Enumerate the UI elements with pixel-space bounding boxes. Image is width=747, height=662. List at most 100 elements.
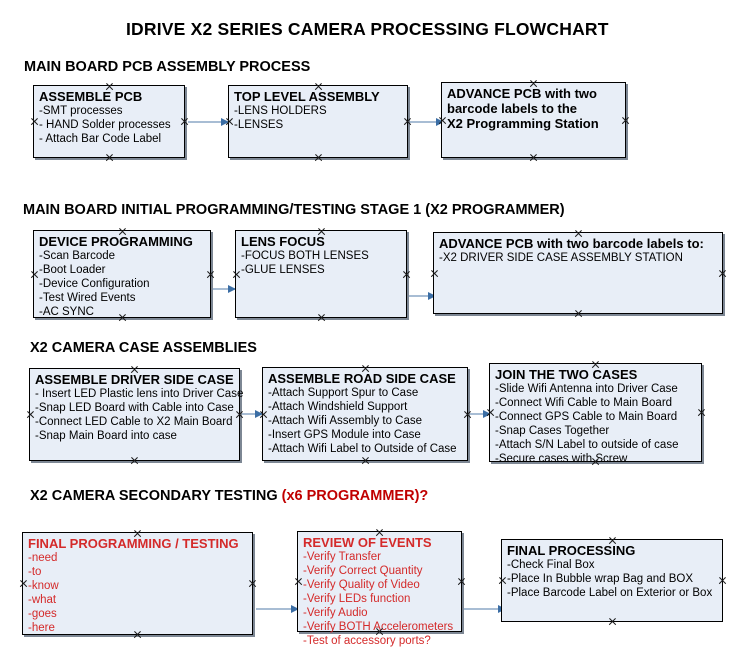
- node-line: -Place In Bubble wrap Bag and BOX: [507, 573, 694, 585]
- node-line: -GLUE LENSES: [241, 264, 325, 276]
- node-handle-top[interactable]: [317, 227, 326, 236]
- node-title: LENS FOCUS: [241, 234, 325, 249]
- node-advance-pcb-driver-side-case[interactable]: ADVANCE PCB with two barcode labels to: …: [433, 232, 723, 314]
- node-line: -LENS HOLDERS: [234, 105, 327, 117]
- node-handle-right[interactable]: [718, 576, 727, 585]
- node-line: -Verify Audio: [303, 607, 368, 619]
- node-title: JOIN THE TWO CASES: [495, 367, 638, 382]
- node-handle-bottom[interactable]: [314, 153, 323, 162]
- arrow-head-icon: [228, 285, 236, 293]
- node-lens-focus[interactable]: LENS FOCUS -FOCUS BOTH LENSES -GLUE LENS…: [235, 230, 407, 318]
- node-join-the-two-cases[interactable]: JOIN THE TWO CASES -Slide Wifi Antenna i…: [486, 360, 702, 465]
- section-heading-main-board-initial-programming: MAIN BOARD INITIAL PROGRAMMING/TESTING S…: [23, 202, 565, 218]
- node-line: -Attach Wifi Label to Outside of Case: [268, 443, 457, 455]
- node-handle-bottom[interactable]: [375, 627, 384, 636]
- node-line: - Attach Bar Code Label: [39, 133, 162, 145]
- node-line: -Scan Barcode: [39, 250, 116, 262]
- node-final-programming-testing[interactable]: FINAL PROGRAMMING / TESTING -need -to -k…: [22, 532, 253, 635]
- node-handle-top[interactable]: [574, 229, 583, 238]
- node-line: -Verify Transfer: [303, 551, 381, 563]
- node-handle-left[interactable]: [498, 576, 507, 585]
- node-line: -Snap LED Board with Cable into Case: [35, 402, 234, 414]
- node-handle-bottom[interactable]: [529, 153, 538, 162]
- node-line: -Attach Wifi Assembly to Case: [268, 415, 423, 427]
- node-line: -goes: [28, 608, 57, 620]
- node-handle-top[interactable]: [361, 364, 370, 373]
- node-handle-right[interactable]: [621, 116, 630, 125]
- arrow-head-icon: [291, 605, 299, 613]
- node-title: ASSEMBLE DRIVER SIDE CASE: [35, 372, 234, 387]
- node-final-processing[interactable]: FINAL PROCESSING -Check Final Box -Place…: [501, 539, 723, 622]
- node-handle-top[interactable]: [118, 227, 127, 236]
- node-assemble-pcb[interactable]: ASSEMBLE PCB -SMT processes - HAND Solde…: [33, 85, 185, 158]
- node-handle-bottom[interactable]: [591, 457, 600, 466]
- node-line: -Attach S/N Label to outside of case: [495, 439, 679, 451]
- node-line: -Verify Quality of Video: [303, 579, 420, 591]
- node-handle-left[interactable]: [225, 117, 234, 126]
- node-top-level-assembly[interactable]: TOP LEVEL ASSEMBLY -LENS HOLDERS -LENSES: [228, 85, 408, 158]
- node-line: -what: [28, 594, 57, 606]
- page-title: IDRIVE X2 SERIES CAMERA PROCESSING FLOWC…: [126, 19, 609, 39]
- connector-assemble-pcb-to-top-level-assembly: [188, 118, 229, 126]
- node-handle-right[interactable]: [206, 270, 215, 279]
- node-handle-bottom[interactable]: [317, 313, 326, 322]
- node-line: -need: [28, 552, 58, 564]
- node-handle-left[interactable]: [438, 116, 447, 125]
- node-line: -Attach Support Spur to Case: [268, 387, 419, 399]
- node-handle-top[interactable]: [591, 360, 600, 369]
- node-handle-bottom[interactable]: [574, 309, 583, 318]
- node-handle-top[interactable]: [608, 536, 617, 545]
- node-handle-right[interactable]: [402, 270, 411, 279]
- node-line: -here: [28, 622, 55, 634]
- node-handle-right[interactable]: [718, 269, 727, 278]
- node-handle-bottom[interactable]: [105, 153, 114, 162]
- node-line: -FOCUS BOTH LENSES: [241, 250, 369, 262]
- node-title: FINAL PROGRAMMING / TESTING: [28, 536, 239, 551]
- node-review-of-events[interactable]: REVIEW OF EVENTS -Verify Transfer -Verif…: [294, 528, 462, 647]
- node-line-overflow: -Test of accessory ports?: [303, 635, 431, 647]
- section-heading-main-board-pcb-assembly: MAIN BOARD PCB ASSEMBLY PROCESS: [24, 59, 311, 75]
- connector-lens-focus-to-advance-pcb: [409, 292, 436, 300]
- node-handle-left[interactable]: [259, 410, 268, 419]
- node-handle-top[interactable]: [133, 529, 142, 538]
- node-handle-right[interactable]: [248, 579, 257, 588]
- node-line: -know: [28, 580, 59, 592]
- node-assemble-road-side-case[interactable]: ASSEMBLE ROAD SIDE CASE -Attach Support …: [262, 367, 468, 461]
- node-handle-left[interactable]: [430, 269, 439, 278]
- node-handle-left[interactable]: [30, 117, 39, 126]
- node-line: -Verify LEDs function: [303, 593, 411, 605]
- node-line: -Slide Wifi Antenna into Driver Case: [495, 383, 678, 395]
- node-handle-top[interactable]: [105, 82, 114, 91]
- node-line: -Snap Main Board into case: [35, 430, 177, 442]
- node-handle-right[interactable]: [457, 577, 466, 586]
- node-handle-top[interactable]: [529, 79, 538, 88]
- node-title: ADVANCE PCB with two barcode labels to:: [439, 236, 704, 251]
- node-handle-left[interactable]: [19, 579, 28, 588]
- connector-device-programming-to-lens-focus: [213, 285, 236, 293]
- node-handle-top[interactable]: [314, 82, 323, 91]
- node-line: -SMT processes: [39, 105, 123, 117]
- node-handle-top[interactable]: [130, 365, 139, 374]
- node-handle-bottom[interactable]: [361, 456, 370, 465]
- node-handle-left[interactable]: [26, 410, 35, 419]
- node-line: -Place Barcode Label on Exterior or Box: [507, 587, 713, 599]
- node-handle-bottom[interactable]: [118, 313, 127, 322]
- node-handle-right[interactable]: [697, 408, 706, 417]
- connector-review-of-events-to-final-processing: [464, 605, 506, 613]
- node-handle-bottom[interactable]: [133, 630, 142, 639]
- node-line: -Device Configuration: [39, 278, 150, 290]
- node-handle-left[interactable]: [486, 408, 495, 417]
- node-handle-left[interactable]: [232, 270, 241, 279]
- node-device-programming[interactable]: DEVICE PROGRAMMING -Scan Barcode -Boot L…: [33, 230, 211, 318]
- section-heading-x2-camera-secondary-testing: X2 CAMERA SECONDARY TESTING (x6 PROGRAMM…: [30, 488, 428, 504]
- node-line: -LENSES: [234, 119, 284, 131]
- node-handle-left[interactable]: [30, 270, 39, 279]
- node-handle-bottom[interactable]: [608, 617, 617, 626]
- node-assemble-driver-side-case[interactable]: ASSEMBLE DRIVER SIDE CASE - Insert LED P…: [26, 365, 243, 461]
- node-handle-left[interactable]: [294, 577, 303, 586]
- node-advance-pcb-x2-programming-station[interactable]: ADVANCE PCB with two barcode labels to t…: [441, 82, 626, 158]
- node-handle-top[interactable]: [375, 528, 384, 537]
- node-line: -Attach Windshield Support: [268, 401, 408, 413]
- node-handle-bottom[interactable]: [130, 456, 139, 465]
